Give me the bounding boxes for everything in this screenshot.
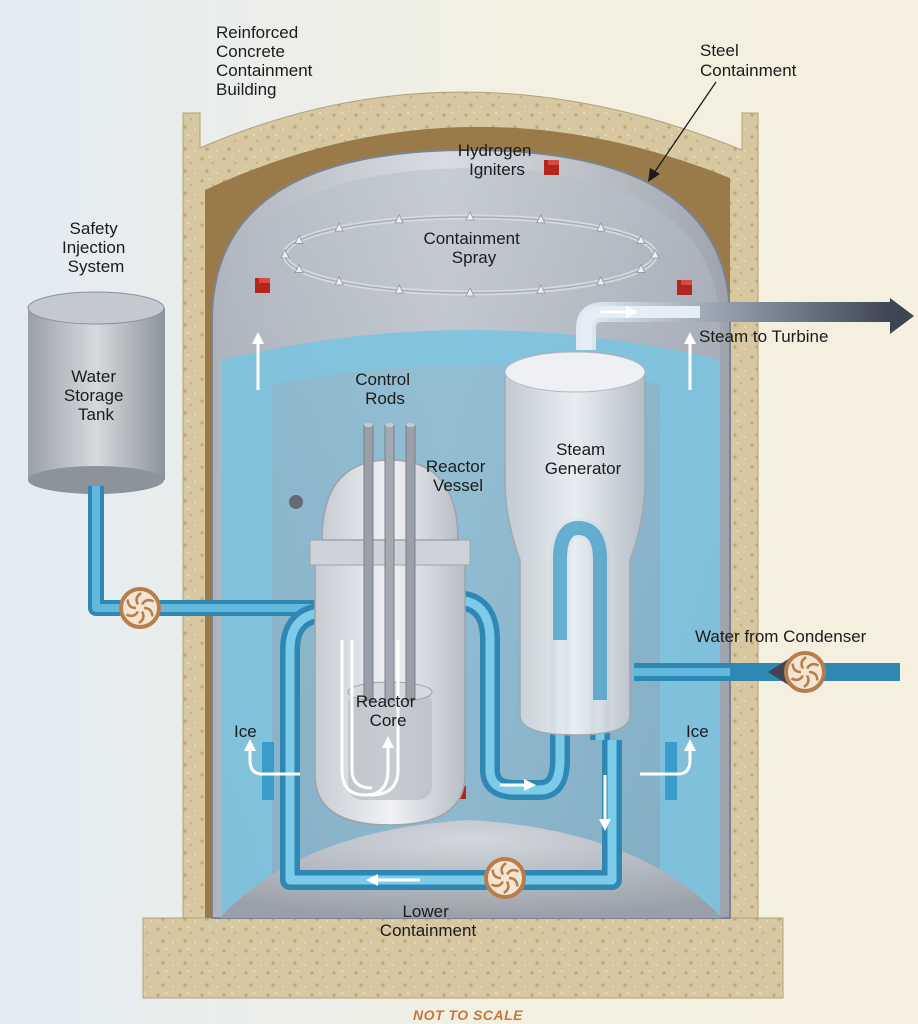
label-steam-to-turbine: Steam to Turbine (699, 327, 828, 346)
pump-icon (119, 587, 161, 629)
spray-nozzle-icon (294, 263, 304, 273)
label-reactor-vessel: Reactor Vessel (426, 457, 490, 495)
label-water-storage-tank: Water Storage Tank (64, 367, 128, 424)
steam-generator (504, 351, 646, 736)
label-ice-left: Ice (234, 722, 257, 741)
pump-icon (784, 651, 826, 693)
spray-nozzle-icon (650, 249, 660, 259)
foundation-slab (142, 917, 784, 999)
ice-compartment-left (262, 742, 274, 800)
label-control-rods: Control Rods (355, 370, 415, 408)
spray-nozzle-icon (536, 284, 546, 294)
steam-generator-u-tubes (553, 520, 607, 700)
footer-not-to-scale: NOT TO SCALE (413, 1007, 523, 1023)
spray-nozzle-icon (334, 275, 344, 286)
spray-nozzle-icon (596, 275, 606, 286)
flow-arrows (244, 306, 696, 886)
feedwater-inlet-arrow (768, 658, 790, 686)
steel-containment-leader (651, 81, 717, 177)
core-flow-arrows (340, 640, 400, 797)
spray-nozzle-icon (280, 249, 290, 259)
label-steel-containment: Steel Containment (700, 41, 797, 80)
igniter-icon (677, 280, 692, 295)
spray-nozzle-icon (465, 211, 475, 221)
spray-nozzle-icon (636, 263, 646, 273)
safety-injection-pipe-highlight (92, 486, 330, 612)
label-water-from-condenser: Water from Condenser (695, 627, 867, 646)
label-concrete-building: Reinforced Concrete Containment Building (216, 23, 317, 99)
igniter-icon (289, 495, 303, 509)
steel-containment-leader-arrow (648, 168, 660, 182)
spray-nozzle-icon (394, 213, 404, 224)
spray-nozzle-icon (636, 234, 646, 244)
spray-nozzle-icon (334, 222, 344, 232)
spray-nozzle-icon (596, 222, 606, 232)
label-safety-injection: Safety Injection System (62, 219, 130, 276)
spray-nozzle-icon (394, 284, 404, 294)
spray-nozzle-icon (465, 287, 475, 297)
ice-condenser-region (222, 330, 720, 918)
spray-nozzle-icon (536, 213, 546, 224)
spray-nozzle-icons (280, 211, 660, 297)
pump-icon (484, 857, 526, 899)
control-rods (363, 423, 416, 701)
water-storage-tank (27, 291, 165, 494)
pump-icons (119, 587, 826, 899)
igniter-icon (544, 160, 559, 175)
label-steam-generator: Steam Generator (545, 440, 622, 478)
label-hydrogen-igniters: Hydrogen Igniters (458, 141, 536, 179)
label-lower-containment: Lower Containment (380, 902, 477, 940)
steam-outlet-arrow (890, 298, 914, 334)
spray-nozzle-icon (294, 234, 304, 244)
lower-containment-floor (220, 820, 722, 918)
ice-compartment-right (665, 742, 677, 800)
label-ice-right: Ice (686, 722, 709, 741)
igniter-icon (255, 278, 270, 293)
label-containment-spray: Containment Spray (423, 229, 524, 267)
label-reactor-core: Reactor Core (356, 692, 420, 730)
